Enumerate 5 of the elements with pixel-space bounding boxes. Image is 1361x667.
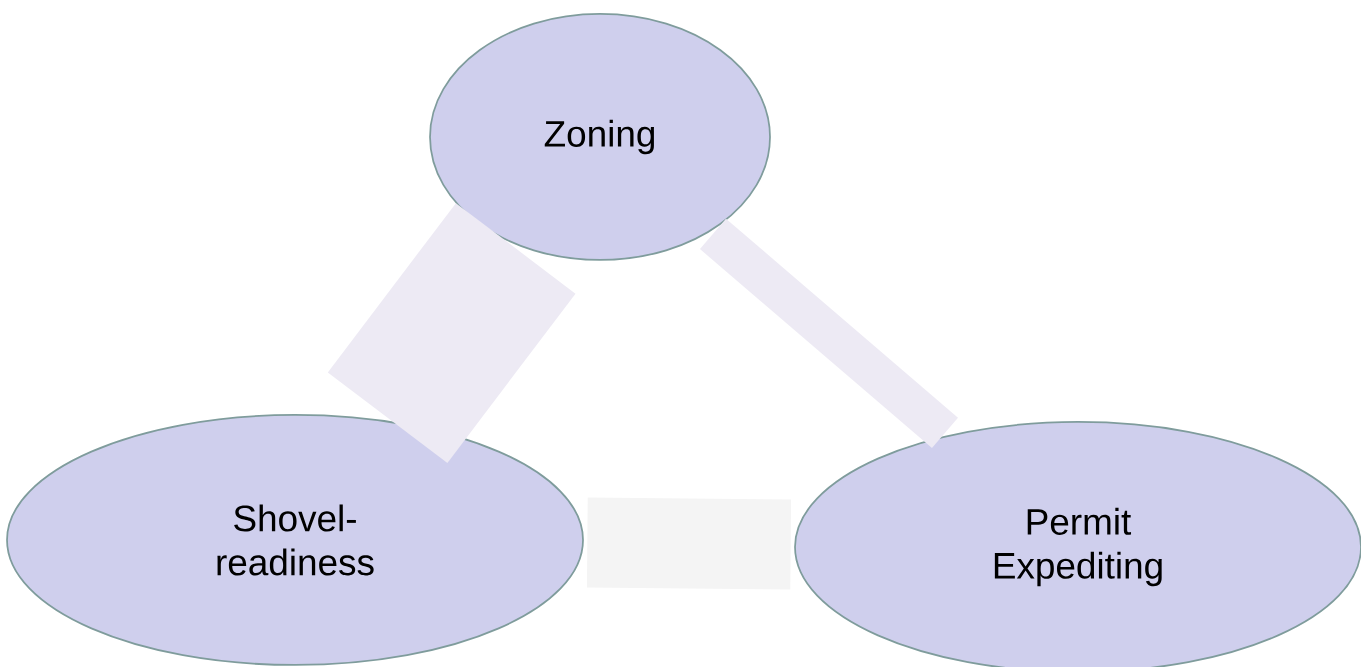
ellipse-node: Permit Expediting <box>794 421 1361 667</box>
connector-band <box>699 218 958 449</box>
ellipse-node: Zoning <box>429 13 771 261</box>
ellipse-node: Shovel- readiness <box>6 414 584 666</box>
connector-band <box>327 203 576 463</box>
